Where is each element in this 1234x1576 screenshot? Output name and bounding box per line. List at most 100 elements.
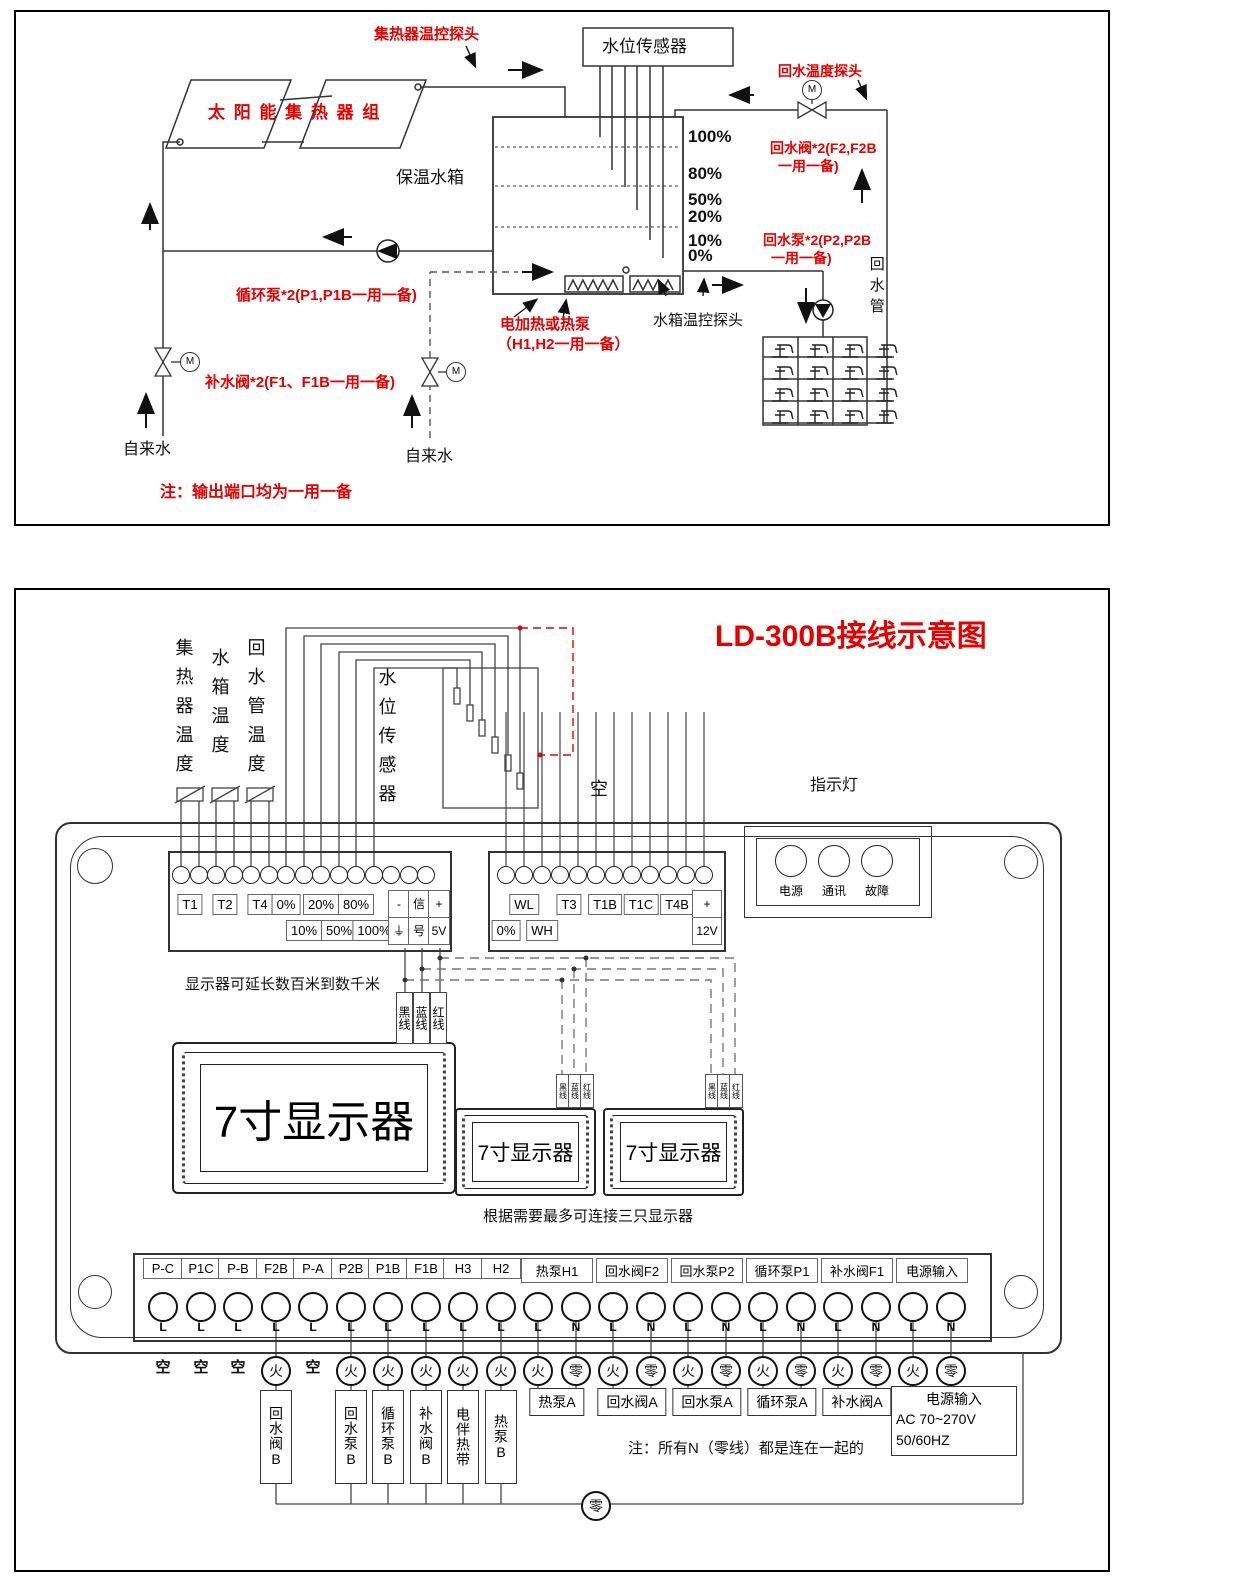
line-neutral-letter: L [159,1320,167,1334]
terminal-screw-icon [523,1292,553,1322]
tank-level-label: 20% [688,207,723,226]
level-sensor-label: 水位传感器 [602,37,687,56]
heater-label-2: （H1,H2一用一备） [497,336,630,353]
circulation-pump-icon [376,239,400,263]
terminal-label: T2 [212,894,238,915]
line-neutral-letter: N [796,1320,806,1334]
tap-water-label-left: 自来水 [123,441,172,458]
output-terminal-label: F1B [406,1258,446,1279]
terminal-screw-icon [861,1292,891,1322]
output-terminal-label: 回水泵P2 [671,1258,743,1283]
wire-color-label: 蓝线 [413,992,430,1044]
wire-color-label: 黑线 [396,992,413,1044]
line-neutral-letter: L [909,1320,917,1334]
terminal-screw-icon [190,866,208,884]
display-1: 7寸显示器 [172,1042,456,1194]
terminal-label: 80% [337,894,375,915]
phase-symbol: 火 [373,1356,403,1386]
line-neutral-letter: N [721,1320,731,1334]
terminal-screw-icon [295,866,313,884]
line-neutral-letter: N [871,1320,881,1334]
phase-symbol: 零 [786,1356,816,1386]
light-bulb-icon [818,845,850,877]
display-bezel [462,1115,589,1189]
phase-symbol: 空 [230,1359,246,1376]
output-terminal-label: H2 [481,1258,521,1279]
output-terminal-label: 回水阀F2 [596,1258,668,1283]
terminal-screw-icon [748,1292,778,1322]
terminal-label: 10% [285,920,323,941]
terminal-screw-icon [400,866,418,884]
terminal-screw-icon [641,866,659,884]
return-pump-label-1: 回水泵*2(P2,P2B [763,232,872,248]
phase-symbol: 火 [673,1356,703,1386]
optional-red-dashed-wire [517,625,574,758]
indicator-panel [756,838,920,906]
display-screen: 7寸显示器 [620,1122,727,1182]
tank-level-label: 10% [688,231,723,250]
output-terminal-label: P-C [143,1258,183,1279]
display-screen: 7寸显示器 [472,1122,579,1182]
circulation-pump-label: 循环泵*2(P1,P1B一用一备) [236,287,417,304]
terminal-screw-icon [936,1292,966,1322]
heater-supply-dashed-pipe [429,271,518,438]
terminal-screw-icon [225,866,243,884]
output-terminal-label: P-B [218,1258,258,1279]
terminal-screw-icon [260,866,278,884]
terminal-screw-icon [551,866,569,884]
terminal-screw-icon [277,866,295,884]
phase-symbol: 火 [261,1356,291,1386]
terminal-label: T1 [177,894,203,915]
empty-terminals-label: 空 [590,779,608,799]
thermistor-icons [174,785,276,868]
flow-arrows [137,45,871,428]
solar-collector-label: 太 阳 能 集 热 器 组 [208,103,382,122]
light-bulb-icon [775,845,807,877]
sensor-column-label: 回水管温度 [245,638,266,783]
line-neutral-letter: L [459,1320,467,1334]
terminal-screw-icon [823,1292,853,1322]
terminal-screw-icon [673,1292,703,1322]
terminal-screw-icon [711,1292,741,1322]
terminal-screw-icon [417,866,435,884]
mounting-hole-icon [1004,845,1038,879]
terminal-screw-icon [587,866,605,884]
terminal-screw-icon [382,866,400,884]
collector-probe-label: 集热器温控探头 [374,26,480,43]
heater-valve-icon [420,357,447,387]
terminal-label: 20% [302,894,340,915]
phase-symbol: 火 [523,1356,553,1386]
level-sensor-wires [285,627,539,868]
terminal-screw-icon [448,1292,478,1322]
line-neutral-letter: L [422,1320,430,1334]
power-line-2: AC 70~270V [896,1411,976,1428]
phase-symbol: 零 [936,1356,966,1386]
terminal-screw-icon [677,866,695,884]
line-neutral-letter: L [234,1320,242,1334]
output-terminal-label: 补水阀F1 [821,1258,893,1283]
output-terminal-label: P1B [368,1258,408,1279]
return-valve-icon [797,99,827,120]
line-neutral-letter: L [759,1320,767,1334]
phase-symbol: 火 [486,1356,516,1386]
terminal-screw-icon [605,866,623,884]
tank-level-label: 0% [688,246,713,265]
line-neutral-letter: L [684,1320,692,1334]
wire-color-label: 红线 [430,992,447,1044]
mounting-hole-icon [77,848,113,884]
line-neutral-letter: L [272,1320,280,1334]
return-valve-label-2: 一用一备) [778,158,839,174]
line-neutral-letter: L [309,1320,317,1334]
tank-label: 保温水箱 [396,168,464,187]
tank-level-label: 50% [688,190,723,209]
phase-symbol: 零 [636,1356,666,1386]
line-neutral-letter: L [609,1320,617,1334]
input-terminal-strip-2 [488,851,726,952]
phase-symbol: 零 [861,1356,891,1386]
terminal-screw-icon [172,866,190,884]
panel1-note: 注：输出端口均为一用一备 [160,484,353,501]
indicator-light: 电源 [775,845,807,899]
device-box: 热泵B [485,1390,517,1484]
wiring-title: LD-300B接线示意图 [715,620,987,653]
input-terminal-strip-1 [168,851,452,952]
